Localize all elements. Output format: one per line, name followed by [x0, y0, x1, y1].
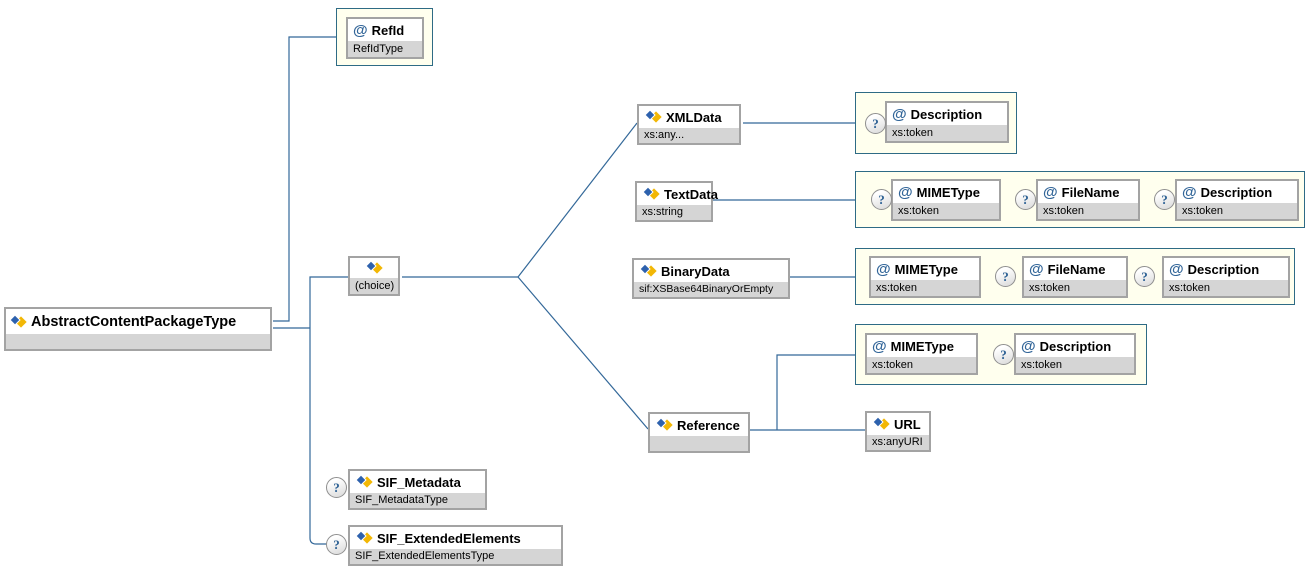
attr-name: RefId	[371, 22, 405, 38]
attr-group-textdata: ? @MIMEType xs:token ? @FileName xs:toke…	[855, 171, 1305, 228]
optional-marker: ?	[1154, 189, 1175, 210]
complex-type-icon	[656, 419, 672, 431]
node-type: SIF_MetadataType	[350, 493, 485, 508]
attr-type: xs:token	[1024, 280, 1126, 296]
at-sign: @	[892, 105, 907, 123]
attr-type: xs:token	[1177, 203, 1297, 219]
at-sign: @	[1021, 337, 1036, 355]
choice-icon	[366, 262, 382, 274]
node-title: TextData	[664, 186, 718, 202]
complex-type-icon	[873, 418, 889, 430]
attr-binarydata-filename[interactable]: @FileName xs:token	[1022, 256, 1128, 298]
complex-type-icon	[643, 188, 659, 200]
optional-marker: ?	[871, 189, 892, 210]
node-type: xs:string	[637, 205, 711, 220]
optional-marker: ?	[326, 534, 347, 555]
optional-marker: ?	[1134, 266, 1155, 287]
attr-type: xs:token	[887, 125, 1007, 141]
node-sif-extended-elements[interactable]: SIF_ExtendedElements SIF_ExtendedElement…	[348, 525, 563, 566]
attr-name: Description	[1187, 261, 1260, 277]
at-sign: @	[1182, 183, 1197, 201]
attr-group-binarydata: @MIMEType xs:token ? @FileName xs:token …	[855, 248, 1295, 305]
attr-type: xs:token	[1016, 357, 1134, 373]
attr-textdata-mimetype[interactable]: @MIMEType xs:token	[891, 179, 1001, 221]
attr-name: Description	[910, 106, 983, 122]
optional-marker: ?	[995, 266, 1016, 287]
node-title: AbstractContentPackageType	[31, 313, 237, 330]
node-xmldata[interactable]: XMLData xs:any...	[637, 104, 741, 145]
optional-marker: ?	[1015, 189, 1036, 210]
attr-group-reference: @MIMEType xs:token ? @Description xs:tok…	[855, 324, 1147, 385]
attr-type: xs:token	[1164, 280, 1288, 296]
attr-name: MIMEType	[894, 261, 958, 277]
attr-name: FileName	[1047, 261, 1106, 277]
attr-reference-mimetype[interactable]: @MIMEType xs:token	[865, 333, 978, 375]
node-type	[6, 334, 270, 349]
optional-marker: ?	[993, 344, 1014, 365]
at-sign: @	[1169, 260, 1184, 278]
node-type: xs:any...	[639, 128, 739, 143]
attr-name: MIMEType	[890, 338, 954, 354]
node-title: URL	[894, 416, 921, 432]
at-sign: @	[1043, 183, 1058, 201]
node-reference[interactable]: Reference	[648, 412, 750, 453]
attr-type: xs:token	[867, 357, 976, 373]
attr-textdata-filename[interactable]: @FileName xs:token	[1036, 179, 1140, 221]
node-choice[interactable]: (choice)	[348, 256, 400, 296]
at-sign: @	[876, 260, 891, 278]
at-sign: @	[898, 183, 913, 201]
node-type: sif:XSBase64BinaryOrEmpty	[634, 282, 788, 297]
attr-group-refid: @RefId RefIdType	[336, 8, 433, 66]
complex-type-icon	[10, 316, 26, 328]
attr-type: RefIdType	[348, 41, 422, 57]
attr-xmldata-description[interactable]: @Description xs:token	[885, 101, 1009, 143]
node-title: XMLData	[666, 109, 722, 125]
node-title: SIF_Metadata	[377, 474, 461, 490]
attr-binarydata-description[interactable]: @Description xs:token	[1162, 256, 1290, 298]
complex-type-icon	[645, 111, 661, 123]
node-sif-metadata[interactable]: SIF_Metadata SIF_MetadataType	[348, 469, 487, 510]
attr-type: xs:token	[893, 203, 999, 219]
node-url[interactable]: URL xs:anyURI	[865, 411, 931, 452]
attr-type: xs:token	[1038, 203, 1138, 219]
attr-binarydata-mimetype[interactable]: @MIMEType xs:token	[869, 256, 981, 298]
node-textdata[interactable]: TextData xs:string	[635, 181, 718, 222]
attr-type: xs:token	[871, 280, 979, 296]
complex-type-icon	[356, 476, 372, 488]
attr-name: MIMEType	[916, 184, 980, 200]
at-sign: @	[353, 21, 368, 39]
node-binarydata[interactable]: BinaryData sif:XSBase64BinaryOrEmpty	[632, 258, 790, 299]
node-type	[650, 436, 748, 451]
node-type: xs:anyURI	[867, 435, 929, 450]
at-sign: @	[1029, 260, 1044, 278]
optional-marker: ?	[865, 113, 886, 134]
at-sign: @	[872, 337, 887, 355]
attr-name: Description	[1039, 338, 1112, 354]
attr-name: Description	[1200, 184, 1273, 200]
attr-group-xmldata: ? @Description xs:token	[855, 92, 1017, 154]
attr-reference-description[interactable]: @Description xs:token	[1014, 333, 1136, 375]
node-abstract-content-package-type[interactable]: AbstractContentPackageType	[4, 307, 272, 351]
optional-marker: ?	[326, 477, 347, 498]
complex-type-icon	[640, 265, 656, 277]
attr-name: FileName	[1061, 184, 1120, 200]
node-title: BinaryData	[661, 263, 730, 279]
complex-type-icon	[356, 532, 372, 544]
node-title: Reference	[677, 417, 740, 433]
node-title: SIF_ExtendedElements	[377, 530, 521, 546]
attr-textdata-description[interactable]: @Description xs:token	[1175, 179, 1299, 221]
attr-refid[interactable]: @RefId RefIdType	[346, 17, 424, 59]
choice-label: (choice)	[350, 278, 398, 294]
node-type: SIF_ExtendedElementsType	[350, 549, 561, 564]
